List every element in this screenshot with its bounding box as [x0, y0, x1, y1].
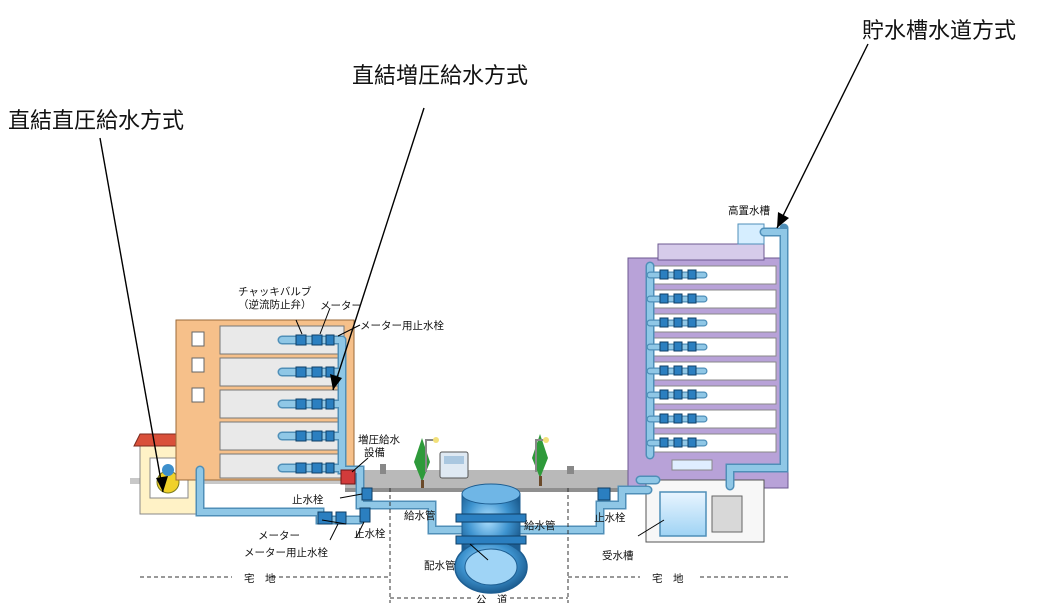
- label-residential-right: 宅 地: [652, 573, 684, 585]
- label-residential-left: 宅 地: [244, 573, 276, 585]
- booster-pump: [340, 469, 356, 485]
- label-leader-lines: [295, 307, 665, 561]
- title-booster: 直結増圧給水方式: [352, 64, 529, 89]
- boundary-lines: [140, 488, 788, 603]
- ground-meter-valves: [317, 487, 611, 525]
- label-booster-equipment-sub: 設備: [364, 447, 385, 459]
- label-elevated-tank: 高置水槽: [728, 205, 770, 217]
- label-stopcock-bottom: 止水栓: [354, 528, 386, 540]
- label-meter-top: メーター: [320, 300, 362, 312]
- label-meter-stopcock-top: メーター用止水栓: [360, 320, 444, 332]
- label-supply-pipe-left: 給水管: [404, 510, 436, 522]
- label-check-valve-sub: （逆流防止弁）: [238, 299, 312, 311]
- title-leader-lines: [99, 43, 869, 493]
- tank-room: [645, 479, 765, 543]
- distribution-main-pipe: [454, 483, 528, 594]
- label-stopcock-right: 止水栓: [594, 512, 626, 524]
- label-stopcock-left: 止水栓: [292, 494, 324, 506]
- label-meter-stopcock-bottom: メーター用止水栓: [244, 547, 328, 559]
- title-tank: 貯水槽水道方式: [862, 19, 1017, 44]
- high-rise-meters: [659, 269, 697, 448]
- label-distribution-main: 配水管: [424, 560, 456, 572]
- label-supply-pipe-right: 給水管: [524, 520, 556, 532]
- title-direct-pressure: 直結直圧給水方式: [8, 109, 185, 134]
- label-check-valve: チャッキバルブ: [238, 286, 312, 298]
- low-rise-meters: [295, 334, 335, 474]
- title-arrowheads: [156, 212, 789, 492]
- label-public-road: 公 道: [476, 594, 508, 603]
- label-meter-bottom: メーター: [258, 530, 300, 542]
- label-receiving-tank: 受水槽: [602, 550, 634, 562]
- label-booster-equipment: 増圧給水: [358, 434, 400, 446]
- street-props: [380, 434, 574, 488]
